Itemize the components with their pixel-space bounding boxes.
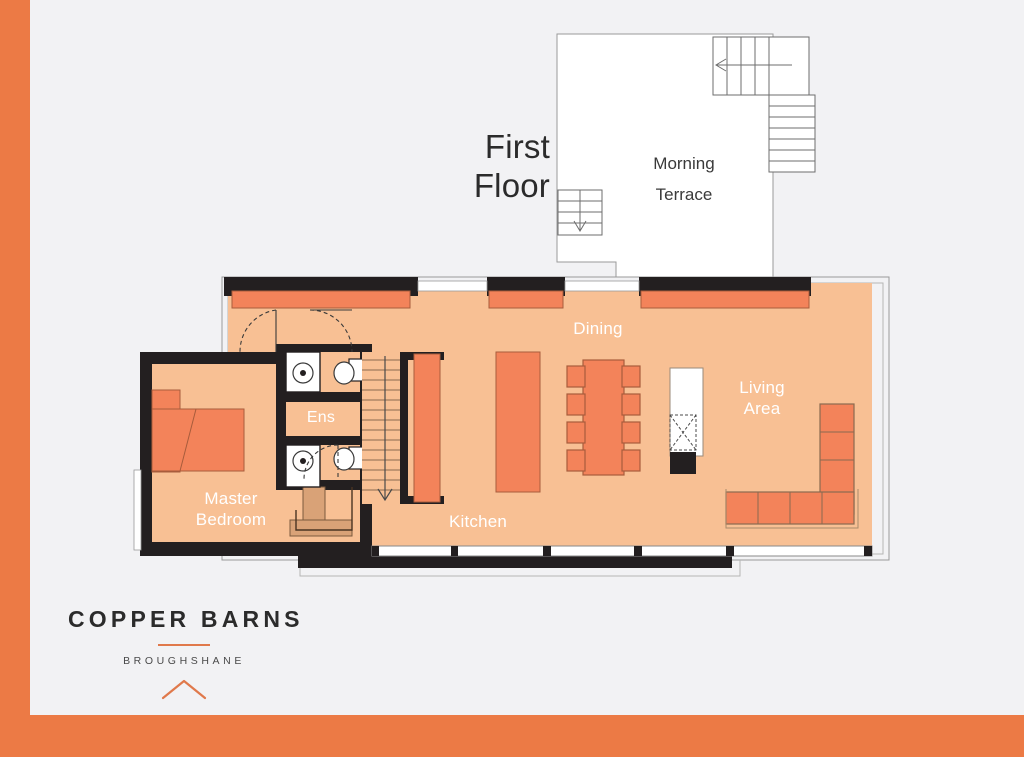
main-stair-arrow: [377, 356, 393, 502]
dining-set: [566, 359, 641, 476]
dining-chair: [566, 365, 586, 388]
kitchen-island: [495, 351, 541, 493]
logo-chevron-icon: [161, 679, 207, 699]
wc-icon: [333, 361, 355, 385]
dining-chair: [566, 393, 586, 416]
dining-table: [582, 359, 625, 476]
bedroom-door: [239, 309, 277, 353]
terrace-label-line2: Terrace: [655, 185, 713, 205]
title-line-first: First: [484, 128, 550, 165]
room-label-master-bedroom: Master Bedroom: [195, 489, 267, 530]
room-label-living-area: Living Area: [739, 378, 785, 419]
building-envelope: [140, 276, 890, 561]
terrace-stair: [712, 36, 816, 173]
corridor-door: [309, 309, 353, 353]
accent-frame-bottom: [0, 715, 1024, 757]
page-title: First Floor: [440, 128, 550, 206]
main-stair: [362, 352, 400, 504]
title-line-floor: Floor: [473, 166, 550, 204]
bedroom-glazing: [133, 469, 142, 551]
logo-divider: [158, 644, 210, 646]
brand-logo: COPPER BARNS BROUGHSHANE: [68, 606, 300, 705]
living-sofa: [725, 403, 859, 529]
room-label-ensuite: Ens: [306, 409, 336, 426]
dining-chair: [621, 449, 641, 472]
kitchen-counter: [413, 353, 441, 503]
dining-chair: [621, 365, 641, 388]
master-bedroom-furniture: [151, 389, 353, 537]
logo-title: COPPER BARNS: [68, 606, 304, 632]
terrace-stair-lower: [557, 189, 603, 236]
morning-terrace-label: Morning Terrace: [614, 148, 754, 211]
dining-chair: [566, 449, 586, 472]
accent-frame-left: [0, 0, 30, 757]
dining-chair: [566, 421, 586, 444]
room-label-dining: Dining: [573, 319, 623, 338]
terrace-stair-lower-arrow: [573, 190, 587, 232]
dining-chair: [621, 393, 641, 416]
terrace-label-line1: Morning: [653, 154, 715, 173]
bottom-glazed-wall: [299, 545, 873, 577]
kitchen-furniture: [413, 351, 541, 503]
logo-subtitle: BROUGHSHANE: [123, 654, 245, 667]
stove-unit: [669, 367, 704, 474]
ensuite-fixtures: [285, 351, 366, 488]
dining-chair: [621, 421, 641, 444]
room-label-kitchen: Kitchen: [448, 512, 508, 531]
terrace-stair-arrow: [715, 58, 792, 72]
wc-icon: [333, 447, 355, 471]
